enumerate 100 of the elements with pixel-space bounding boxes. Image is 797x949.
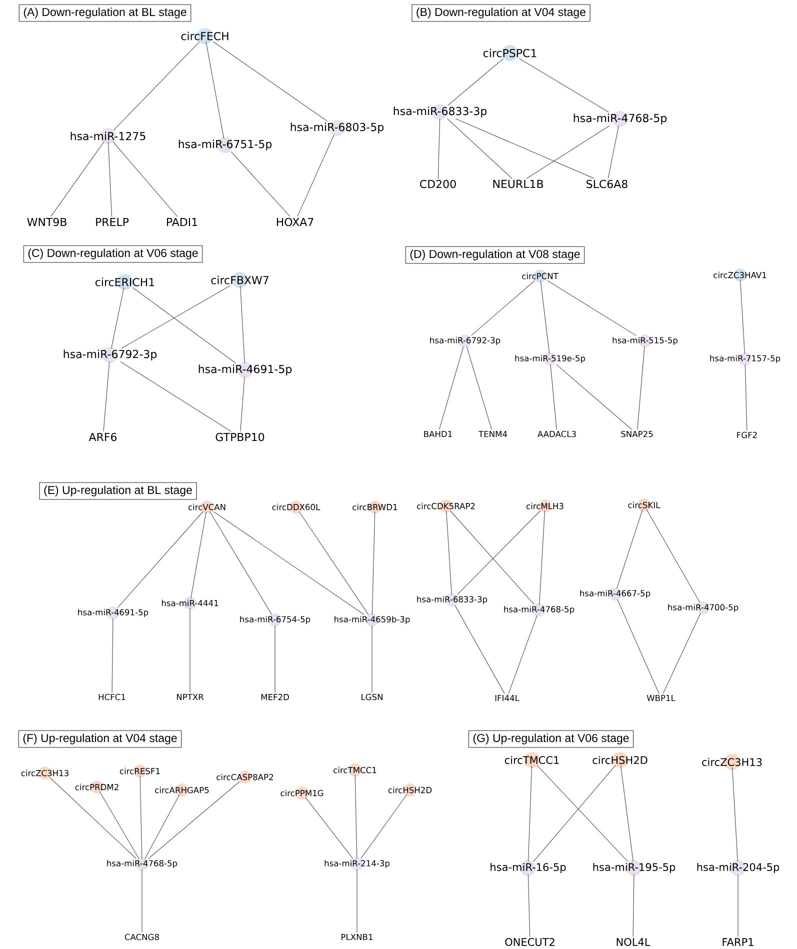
panel-title-box: (A) Down-regulation at BL stage xyxy=(18,4,192,22)
mirna-node: hsa-miR-515-5p xyxy=(612,334,678,348)
circrna-node: circCDK5RAP2 xyxy=(416,500,475,512)
mirna-node: hsa-miR-7157-5p xyxy=(710,352,780,366)
gene-label: FGF2 xyxy=(737,432,757,438)
mirna-node: hsa-miR-4768-5p xyxy=(574,111,667,127)
edge-line xyxy=(637,346,645,430)
edge-line xyxy=(354,774,358,859)
edge-line xyxy=(111,287,124,349)
edge-line xyxy=(50,777,137,859)
circrna-node: circARHGAP5 xyxy=(155,784,209,796)
circrna-node: circDDX60L xyxy=(272,500,320,514)
edge-line xyxy=(617,599,660,694)
edge-line xyxy=(148,781,240,859)
edge-line xyxy=(608,125,619,179)
edge-line xyxy=(536,765,628,862)
edge-line xyxy=(112,618,114,693)
circrna-node: circHSH2D xyxy=(592,752,648,768)
panel-title-box: (C) Down-regulation at V06 stage xyxy=(23,245,203,263)
circrna-node: circTMCC1 xyxy=(504,752,559,768)
edge-line xyxy=(454,605,505,694)
gene-label: ONECUT2 xyxy=(505,938,554,946)
panel-title-box: (B) Down-regulation at V04 stage xyxy=(412,4,590,22)
edge-line xyxy=(732,767,738,862)
circrna-node: circPRDM2 xyxy=(75,780,118,794)
gene-label: FARP1 xyxy=(722,938,754,946)
edge-line xyxy=(632,874,634,937)
panel-title-box: (G) Up-regulation at V06 stage xyxy=(468,730,634,748)
edge-line xyxy=(356,869,358,933)
mirna-node: hsa-miR-4659b-3p xyxy=(334,614,410,626)
mirna-node: hsa-miR-204-5p xyxy=(697,860,780,876)
edge-line xyxy=(740,279,745,354)
mirna-node: hsa-miR-16-5p xyxy=(490,860,566,876)
mirna-node: hsa-miR-6751-5p xyxy=(178,137,272,153)
gene-label: MEF2D xyxy=(261,694,289,700)
edge-line xyxy=(620,765,634,862)
circrna-node: circRESF1 xyxy=(120,764,160,778)
edge-line xyxy=(662,613,701,694)
circrna-node: circMLH3 xyxy=(526,500,564,512)
mirna-node: hsa-miR-4768-5p xyxy=(107,858,178,870)
edge-line xyxy=(305,797,354,859)
circrna-node: circFECH xyxy=(181,28,228,44)
edge-line xyxy=(112,141,178,217)
panel-title-box: (F) Up-regulation at V04 stage xyxy=(18,730,182,748)
edge-line xyxy=(297,134,334,217)
edge-line xyxy=(466,346,492,430)
gene-label: SLC6A8 xyxy=(586,180,628,188)
edge-line xyxy=(470,280,535,336)
mirna-node: hsa-miR-6754-5p xyxy=(240,614,310,626)
circrna-node: circTMCC1 xyxy=(334,764,376,776)
gene-label: WNT9B xyxy=(27,218,66,226)
mirna-node: hsa-miR-519e-5p xyxy=(515,352,586,366)
edge-line xyxy=(206,41,224,139)
edge-line xyxy=(108,141,112,217)
gene-label: PADI1 xyxy=(167,218,198,226)
edge-line xyxy=(508,615,538,694)
edge-line xyxy=(447,118,512,179)
edge-line xyxy=(550,364,557,430)
gene-label: BAHD1 xyxy=(424,430,452,438)
edge-line xyxy=(230,151,290,217)
circrna-node: circPCNT xyxy=(522,270,558,282)
mirna-node: hsa-miR-4700-5p xyxy=(668,602,738,614)
circrna-node: circSKIL xyxy=(628,498,660,512)
edge-line xyxy=(528,765,532,862)
edge-line xyxy=(103,361,110,432)
edge-line xyxy=(528,874,530,937)
gene-label: GTPBP10 xyxy=(216,432,264,442)
edge-line xyxy=(450,510,534,605)
edge-line xyxy=(455,118,594,179)
edge-line xyxy=(298,511,369,615)
edge-line xyxy=(118,511,204,608)
mirna-node: hsa-miR-6833-3p xyxy=(417,594,488,606)
mirna-node: hsa-miR-4441 xyxy=(162,596,218,610)
edge-line xyxy=(144,794,180,859)
edge-line xyxy=(547,280,637,336)
edge-line xyxy=(526,125,610,179)
circrna-node: circFBXW7 xyxy=(211,272,268,288)
gene-label: NOL4L xyxy=(616,938,650,946)
edge-line xyxy=(190,511,206,599)
edge-line xyxy=(448,58,504,106)
gene-label: IFI44L xyxy=(495,694,520,702)
mirna-node: hsa-miR-4691-5p xyxy=(198,362,292,378)
edge-line xyxy=(213,511,364,615)
gene-label: PLXNB1 xyxy=(342,934,372,940)
edge-line xyxy=(240,285,245,364)
edge-line xyxy=(457,510,541,595)
edge-line xyxy=(540,280,550,354)
gene-label: HOXA7 xyxy=(276,218,314,226)
mirna-node: hsa-miR-6803-5p xyxy=(290,120,384,136)
gene-label: TENM4 xyxy=(478,430,508,438)
mirna-node: hsa-miR-6792-3p xyxy=(64,347,157,363)
gene-label: CACNG8 xyxy=(124,934,159,940)
edge-line xyxy=(646,509,700,603)
circrna-node: circCASP8AP2 xyxy=(216,770,273,784)
mirna-node: hsa-miR-6833-3p xyxy=(394,104,487,120)
edge-line xyxy=(140,775,142,859)
circrna-node: circZC3H13 xyxy=(702,754,762,770)
edge-line xyxy=(439,346,464,430)
gene-label: NEURL1B xyxy=(493,180,543,188)
panel-title-box: (E) Up-regulation at BL stage xyxy=(39,482,197,500)
